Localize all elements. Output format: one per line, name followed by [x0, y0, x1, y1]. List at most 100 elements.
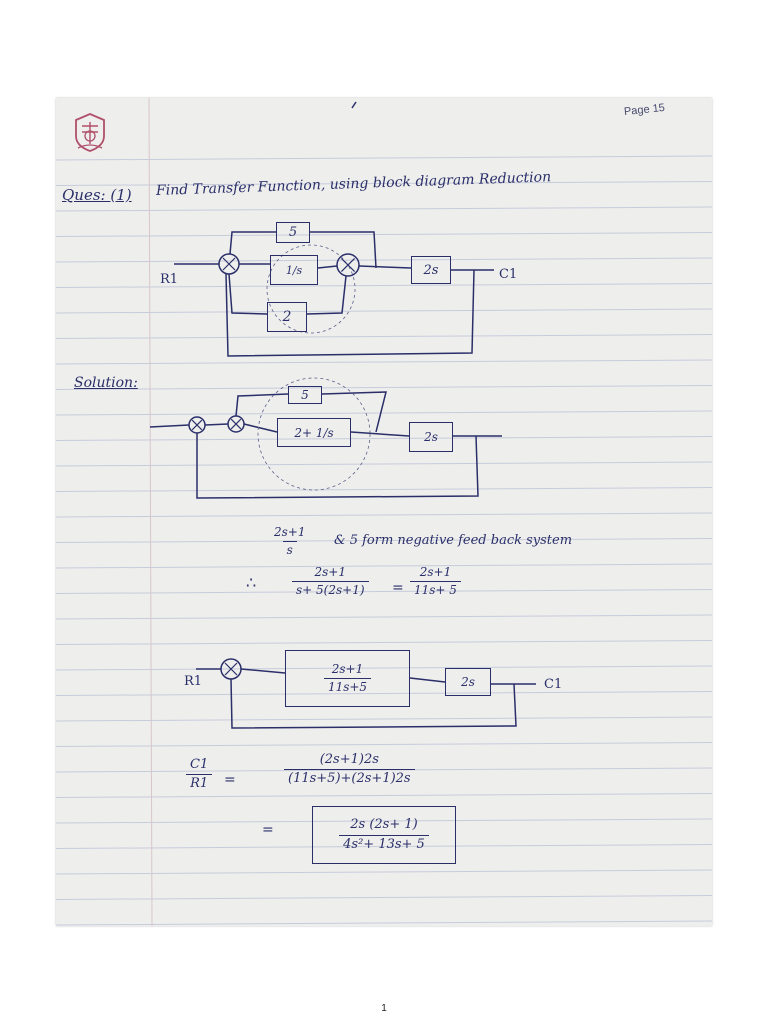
ruled-line-28	[56, 869, 712, 875]
step2-output-label: C1	[544, 677, 563, 692]
step2-feedback	[230, 678, 517, 729]
page-number: 1	[381, 1003, 387, 1014]
ruled-line-17	[56, 589, 712, 594]
ruled-line-16	[56, 563, 712, 569]
result-lhs: C1 R1	[186, 757, 213, 792]
step2-block-den: 11s+5	[323, 678, 372, 694]
ruled-line-29	[56, 895, 712, 900]
note-fraction: 2s+1 s	[270, 525, 309, 557]
q-outer-feedback	[225, 269, 475, 357]
diagram-ink	[149, 101, 536, 729]
block-plant-2s: 2s	[411, 256, 451, 284]
q-summing-junction-1-cross	[222, 257, 236, 271]
note-num: 2s+1	[274, 525, 306, 539]
sol-input-wire	[149, 424, 190, 428]
result-mid: (2s+1)2s (11s+5)+(2s+1)2s	[284, 752, 415, 787]
equation-rhs-den: 11s+ 5	[410, 581, 461, 597]
ruled-line-12	[56, 461, 712, 467]
q-summing-junction-2-cross	[340, 257, 356, 273]
note-text: & 5 form negative feed back system	[334, 533, 573, 548]
ruled-line-6	[56, 308, 712, 314]
sol-5-to-sum2	[235, 393, 289, 417]
result-mid-num: (2s+1)2s	[319, 752, 379, 767]
result-equals-1: =	[224, 772, 236, 788]
pen-stroke	[351, 101, 357, 109]
q-summing-junction-2	[336, 253, 360, 277]
sol-summing-junction-2-cross	[230, 418, 242, 430]
final-num: 2s (2s+ 1)	[350, 817, 418, 833]
result-lhs-den: R1	[186, 774, 213, 791]
margin-line	[148, 98, 153, 926]
sol-outer-feedback	[196, 433, 479, 499]
final-den: 4s²+ 13s+ 5	[339, 834, 429, 852]
step2-plant-2s: 2s	[445, 668, 491, 696]
input-label: R1	[160, 272, 179, 287]
ruled-line-5	[56, 283, 712, 288]
ruled-line-22	[56, 716, 712, 722]
sol-sum1-to-sum2	[204, 423, 229, 426]
ruled-line-13	[56, 487, 712, 492]
step2-sum-to-block	[240, 668, 286, 674]
step2-block-to-plant	[409, 677, 446, 683]
ruled-line-19	[56, 640, 712, 645]
block-integrator-label: 1/s	[285, 263, 303, 277]
ruled-line-0	[56, 155, 712, 161]
q-to-gain-2	[228, 273, 268, 315]
ruled-line-3	[56, 232, 712, 237]
ruled-line-30	[56, 920, 712, 926]
result-lhs-num: C1	[190, 757, 209, 772]
university-crest-icon	[72, 112, 108, 152]
q-integrator-to-sum2	[317, 265, 338, 269]
block-feedback-5: 5	[276, 222, 310, 243]
ruled-line-4	[56, 257, 712, 263]
sol-feedback-to-5	[321, 391, 387, 433]
final-answer-box: 2s (2s+ 1) 4s²+ 13s+ 5	[312, 806, 456, 864]
ruled-line-25	[56, 793, 712, 798]
result-mid-den: (11s+5)+(2s+1)2s	[284, 769, 415, 786]
q-5-to-sum1	[229, 231, 276, 255]
step1-feedback-5: 5	[288, 386, 322, 404]
ruled-line-1	[56, 181, 712, 186]
step2-summing-junction-cross	[224, 662, 238, 676]
ruled-line-11	[56, 436, 712, 441]
step2-input-label: R1	[184, 674, 203, 689]
ruled-line-7	[56, 334, 712, 339]
q-gain-2-to-sum2	[306, 275, 347, 315]
sol-combined-to-plant	[350, 431, 410, 437]
ruled-line-23	[56, 742, 712, 747]
q-sum2-to-plant	[358, 265, 412, 269]
ruled-line-2	[56, 206, 712, 212]
ruled-line-18	[56, 614, 712, 620]
ruled-line-15	[56, 538, 712, 543]
equation-rhs: 2s+1 11s+ 5	[410, 565, 461, 597]
ruled-line-14	[56, 512, 712, 518]
ruled-line-8	[56, 359, 712, 365]
step2-block-num: 2s+1	[331, 661, 364, 676]
step2-combined-block: 2s+1 11s+5	[285, 650, 410, 707]
block-integrator: 1/s	[270, 255, 318, 285]
question-label: Ques: (1)	[62, 186, 132, 204]
equation-lhs-den: s+ 5(2s+1)	[292, 581, 369, 597]
result-equals-2: =	[262, 822, 274, 838]
sol-grouping-circle	[257, 377, 371, 491]
solution-label: Solution:	[74, 375, 138, 391]
step1-combined-block: 2+ 1/s	[277, 418, 351, 447]
block-gain-2: 2	[267, 302, 307, 332]
ruled-line-27	[56, 844, 712, 849]
ruled-line-9	[56, 385, 712, 390]
q-feedback-to-5	[310, 231, 377, 269]
therefore-symbol: ∴	[246, 573, 257, 592]
equation-equals: =	[392, 580, 404, 596]
note-den: s	[282, 541, 297, 557]
notebook-page: Page 15 Ques: (1) Find Transfer Function…	[56, 98, 712, 926]
equation-lhs: 2s+1 s+ 5(2s+1)	[292, 565, 369, 597]
output-label: C1	[499, 267, 518, 282]
ruled-line-21	[56, 691, 712, 696]
ruled-line-10	[56, 410, 712, 416]
sol-summing-junction-1-cross	[191, 419, 203, 431]
sol-sum2-to-combined	[243, 423, 278, 433]
equation-lhs-num: 2s+1	[314, 565, 346, 579]
q-grouping-circle	[266, 244, 356, 334]
equation-rhs-num: 2s+1	[419, 565, 452, 579]
ruled-line-26	[56, 818, 712, 824]
